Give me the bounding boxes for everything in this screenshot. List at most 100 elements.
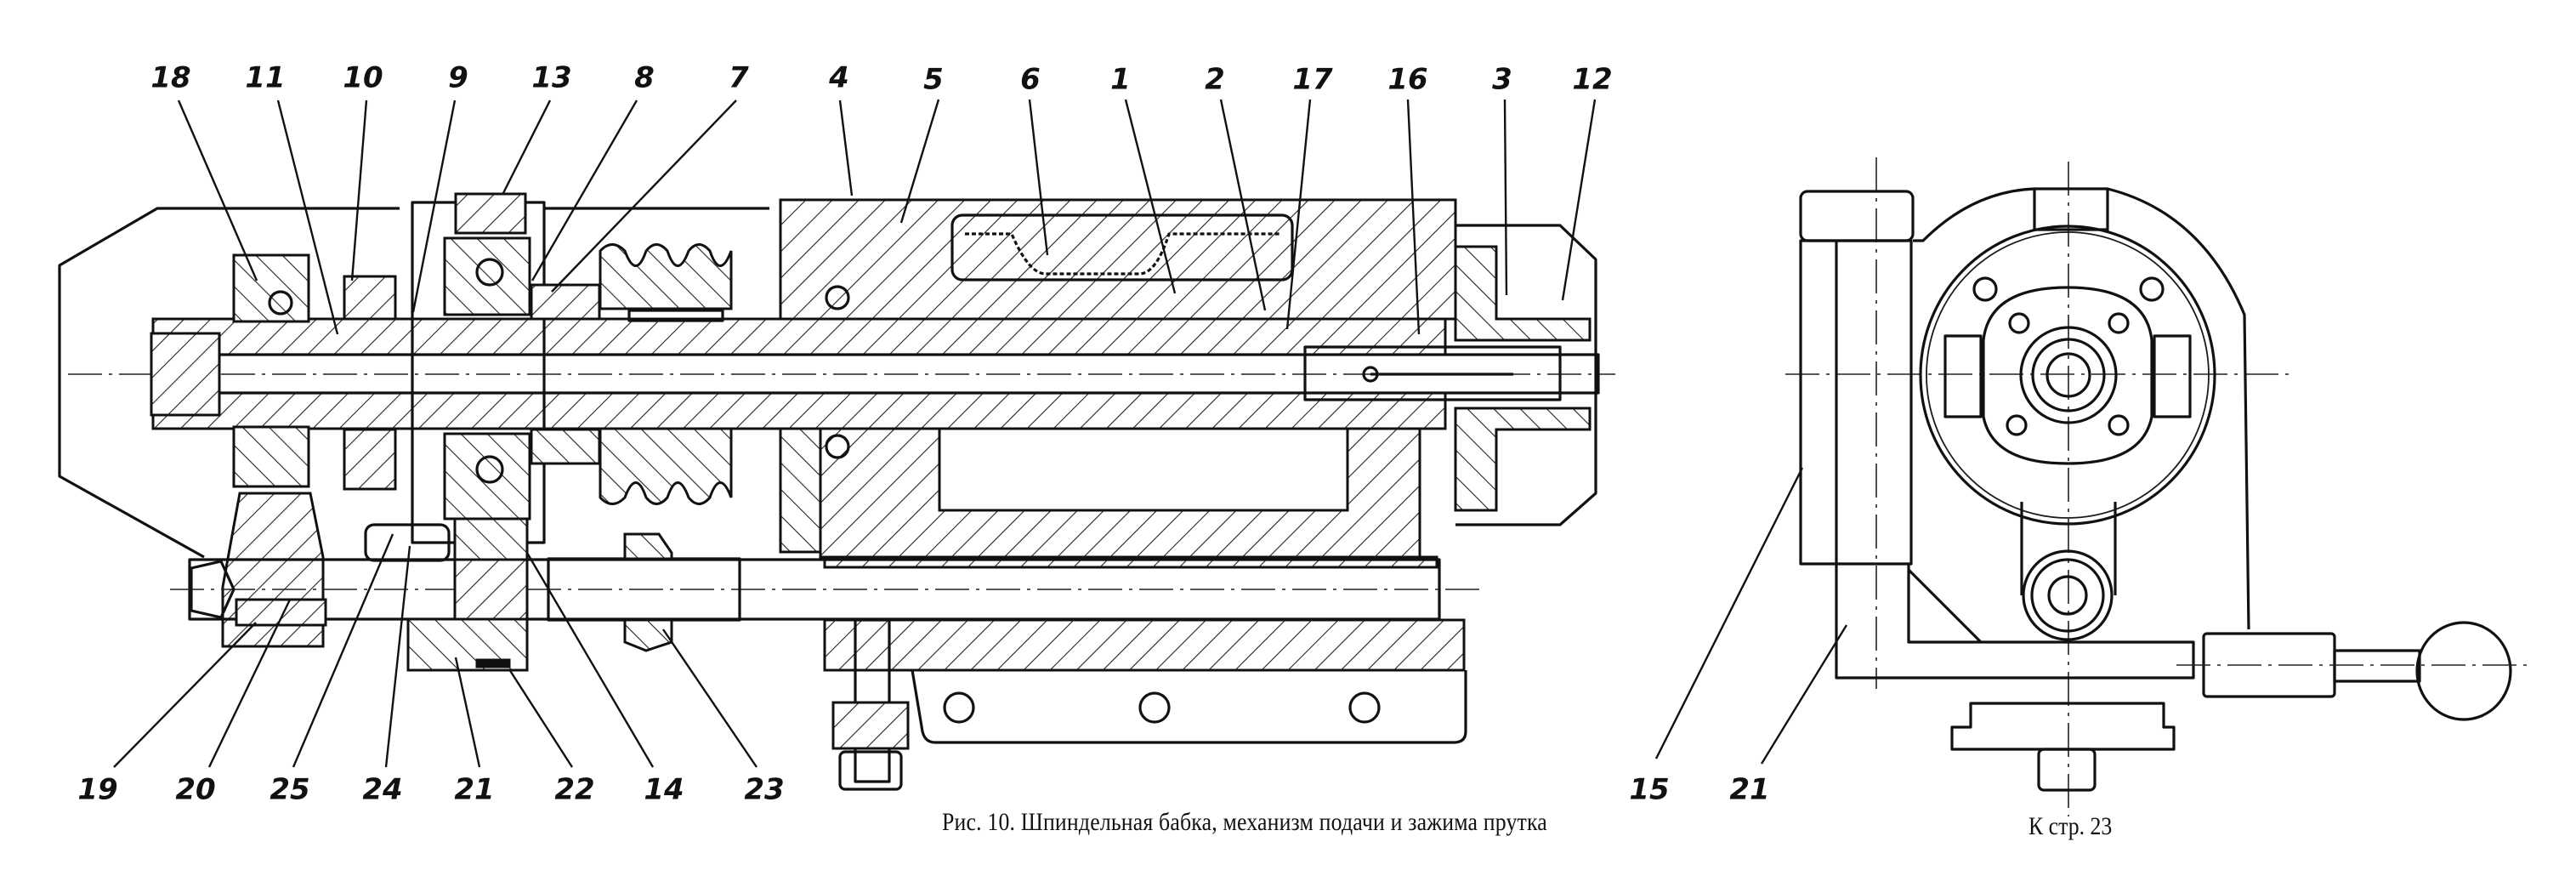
callout-number: 22 [554, 773, 594, 807]
callout-number: 14 [644, 773, 684, 807]
bolt-nut-upper [831, 701, 910, 750]
callout-number: 23 [744, 773, 784, 807]
pulley-lower [599, 427, 733, 505]
leader-line-22 [508, 668, 574, 768]
housing-top-boss [2033, 187, 2109, 231]
leader-line-7 [551, 100, 737, 293]
lever-eye-outer [2022, 549, 2114, 641]
screw-22 [475, 658, 511, 668]
leader-line-12 [1561, 99, 1597, 301]
hub-bore [2045, 352, 2091, 398]
callout-number: 6 [1020, 63, 1041, 97]
bolt-hole-3 [2008, 312, 2030, 334]
callout-number: 8 [634, 61, 655, 95]
callout-number: 19 [77, 773, 117, 807]
headstock-housing [779, 198, 1457, 321]
shaft-end-nut [190, 560, 235, 619]
leader-line-16 [1406, 99, 1421, 335]
bearing-ball-lower [475, 455, 504, 484]
lever-eye-ring [2030, 558, 2105, 633]
bearing-block-upper [443, 236, 531, 316]
leader-line-18 [177, 100, 258, 282]
leader-line-9 [411, 100, 457, 313]
bracket-web [1907, 568, 1983, 644]
leader-line-19 [113, 622, 257, 768]
end-base-plate [1950, 702, 2176, 751]
belt-guard [58, 207, 769, 559]
leader-line-24 [384, 545, 411, 768]
spindle-nose-cap [1455, 224, 1597, 526]
column-cap [1799, 190, 1915, 242]
callout-number: 20 [175, 773, 215, 807]
leader-line-4 [838, 100, 854, 196]
callout-number: 1 [1110, 63, 1131, 97]
clutch-sleeve-lower [343, 428, 397, 491]
leader-line-1 [1124, 99, 1177, 294]
housing-flange-inner [1926, 231, 2210, 519]
guide-left [1943, 334, 1983, 418]
l-bracket [1835, 564, 2195, 680]
leader-line-13 [502, 100, 552, 194]
leader-line-11 [276, 100, 339, 335]
callout-number: 3 [1492, 63, 1512, 97]
figure-caption: Рис. 10. Шпиндельная бабка, механизм под… [942, 808, 1547, 836]
pulley-key [627, 309, 724, 322]
lever-hub-upper [453, 517, 529, 563]
lever-arm [2020, 502, 2117, 595]
callout-number: 24 [362, 773, 402, 807]
clutch-cone-lower [530, 428, 601, 465]
mount-hole-1 [943, 691, 975, 724]
callout-number: 25 [270, 773, 309, 807]
end-housing-outline [1913, 187, 2250, 630]
nose-cap-section [1454, 245, 1592, 342]
leader-line-21b [1760, 624, 1848, 765]
rear-bearing-housing [232, 253, 310, 323]
pulley-upper [599, 243, 733, 310]
guide-right [2153, 334, 2192, 418]
callout-number: 21 [454, 773, 494, 807]
clamp-plate [1982, 286, 2153, 465]
callout-number: 2 [1205, 63, 1225, 97]
callout-number: 13 [531, 61, 571, 95]
hub-ring [2019, 326, 2118, 424]
collet-slot-end [1362, 366, 1379, 383]
page-reference: К стр. 23 [2028, 812, 2113, 840]
leader-line-6 [1028, 99, 1049, 256]
leader-line-17 [1285, 99, 1312, 330]
rear-bearing-ball [268, 290, 293, 316]
lever-hub [453, 558, 529, 621]
clutch-cone [530, 283, 601, 321]
callout-number: 17 [1292, 63, 1333, 97]
callout-number: 18 [150, 61, 190, 95]
callout-number: 11 [245, 61, 285, 95]
spindle-lower-wall [151, 391, 1447, 430]
nut-13 [454, 192, 527, 235]
leader-line-5 [899, 99, 940, 224]
spindle-head-section [58, 192, 1615, 791]
callout-number: 21 [1729, 773, 1769, 807]
lever-eye-nut [2047, 575, 2088, 616]
handle-rod [2333, 649, 2421, 683]
callout-number: 9 [448, 61, 468, 95]
housing-flange [1919, 225, 2216, 526]
collar-23 [623, 532, 673, 652]
front-bearing-ball-lower [825, 434, 850, 459]
column-body [1799, 239, 1913, 566]
handle-ball [2415, 621, 2512, 721]
hub-inner-ring [2031, 338, 2106, 412]
leader-line-23 [662, 629, 757, 768]
collet-12 [1303, 345, 1562, 401]
nose-cap-section-lower [1454, 407, 1592, 512]
bolt-hole-1 [1972, 276, 1998, 302]
bearing-block-lower [443, 432, 531, 520]
bushing-20 [235, 598, 327, 627]
callout-number: 7 [729, 61, 749, 95]
rear-nut [150, 332, 221, 417]
mount-hole-3 [1348, 691, 1381, 724]
mounting-bracket [911, 669, 1467, 744]
bolt-hole-5 [2006, 414, 2028, 436]
front-bearing-ball-upper [825, 285, 850, 310]
anchor-bolt [854, 618, 891, 783]
